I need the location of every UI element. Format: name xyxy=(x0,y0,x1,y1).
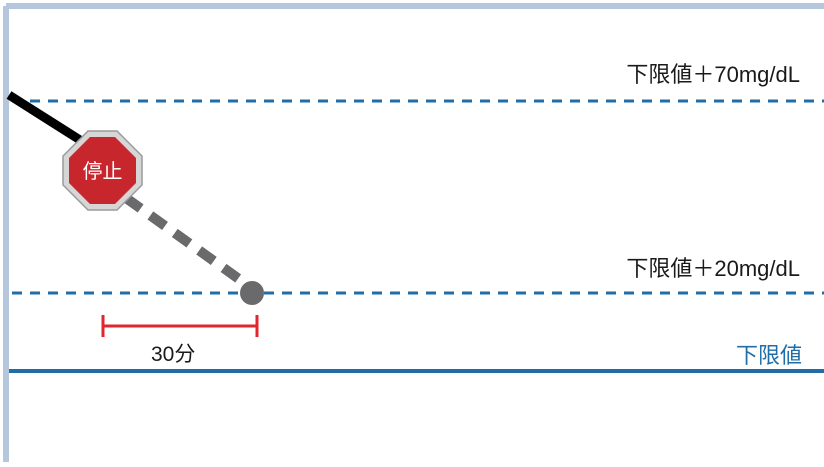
stop-sign-icon: 停止 xyxy=(62,130,143,211)
stop-sign-label: 停止 xyxy=(83,159,123,183)
trend-line xyxy=(6,91,83,144)
upper-threshold-label: 下限値＋70mg/dL xyxy=(626,62,800,87)
end-point-marker xyxy=(240,281,264,305)
lower-limit-label: 下限値 xyxy=(735,343,802,368)
interval-label: 30分 xyxy=(151,343,196,366)
interval-marker xyxy=(101,315,259,337)
middle-threshold-label: 下限値＋20mg/dL xyxy=(626,256,800,281)
projected-trend-line xyxy=(123,193,249,289)
